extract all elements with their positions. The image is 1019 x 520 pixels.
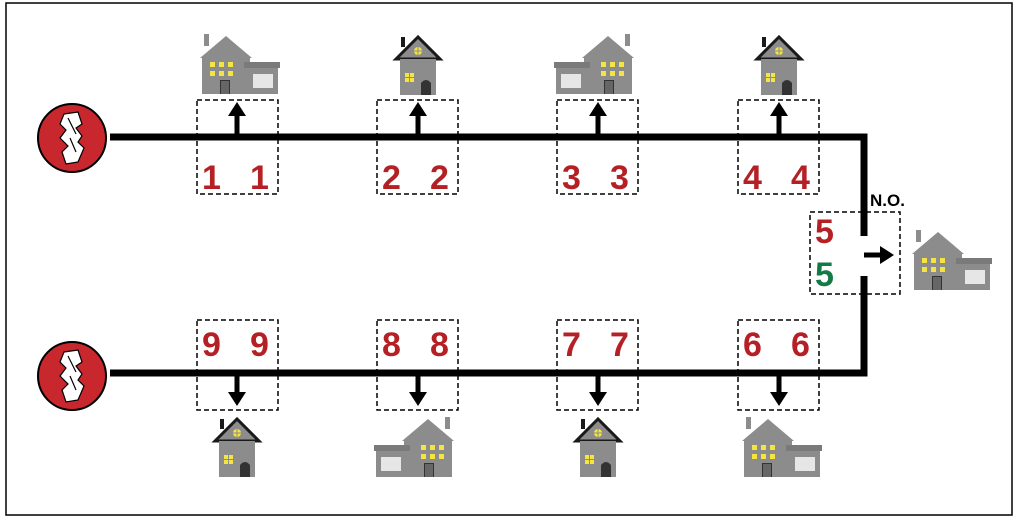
top-segment-4: 4 4 [737, 35, 820, 197]
segment-label-right: 9 [250, 326, 269, 364]
house-with-garage-icon [742, 417, 822, 477]
small-house-icon [394, 35, 442, 97]
segment-label-left: 1 [202, 159, 221, 197]
segment-label-right: 6 [791, 326, 810, 364]
segment-label-right: 2 [430, 159, 449, 197]
switch-box[interactable] [196, 319, 279, 411]
segment-label-right: 3 [610, 159, 629, 197]
bottom-segment-7: 7 7 [556, 319, 639, 479]
bottom-segment-9: 9 9 [196, 319, 279, 479]
house-with-garage-icon [554, 34, 634, 94]
switch-box[interactable] [196, 99, 279, 195]
tie-label-bottom: 5 [815, 256, 834, 294]
top-source-hand-switch-icon[interactable] [37, 103, 107, 173]
segment-label-left: 8 [382, 326, 401, 364]
top-segment-2: 2 2 [376, 35, 459, 197]
segment-label-right: 1 [250, 159, 269, 197]
top-segment-3: 3 3 [554, 34, 639, 197]
tie-label-top: 5 [815, 213, 834, 251]
house-with-garage-icon [912, 230, 992, 290]
small-house-icon [755, 35, 803, 97]
tie-point: N.O. 5 5 [809, 191, 992, 295]
house-with-garage-icon [200, 34, 280, 94]
diagram-frame [5, 2, 1013, 516]
switch-box[interactable] [556, 319, 639, 411]
switch-box[interactable] [556, 99, 639, 195]
tie-switch-box[interactable] [809, 211, 901, 295]
small-house-icon [574, 417, 622, 479]
segment-label-right: 7 [610, 326, 629, 364]
bottom-segment-8: 8 8 [374, 319, 459, 477]
segment-label-right: 4 [791, 159, 810, 197]
segment-label-left: 2 [382, 159, 401, 197]
segment-label-left: 3 [562, 159, 581, 197]
house-with-garage-icon [374, 417, 454, 477]
top-segment-1: 1 1 [196, 34, 280, 197]
small-house-icon [213, 417, 261, 479]
bottom-source-hand-switch-icon[interactable] [37, 341, 107, 411]
segment-label-right: 8 [430, 326, 449, 364]
bottom-segment-6: 6 6 [737, 319, 822, 477]
switch-box[interactable] [737, 319, 820, 411]
normally-open-label: N.O. [870, 191, 905, 210]
switch-box[interactable] [376, 319, 459, 411]
segment-label-left: 7 [562, 326, 581, 364]
segment-label-left: 9 [202, 326, 221, 364]
switch-box[interactable] [737, 99, 820, 195]
switch-box[interactable] [376, 99, 459, 195]
segment-label-left: 6 [743, 326, 762, 364]
segment-label-left: 4 [743, 159, 762, 197]
